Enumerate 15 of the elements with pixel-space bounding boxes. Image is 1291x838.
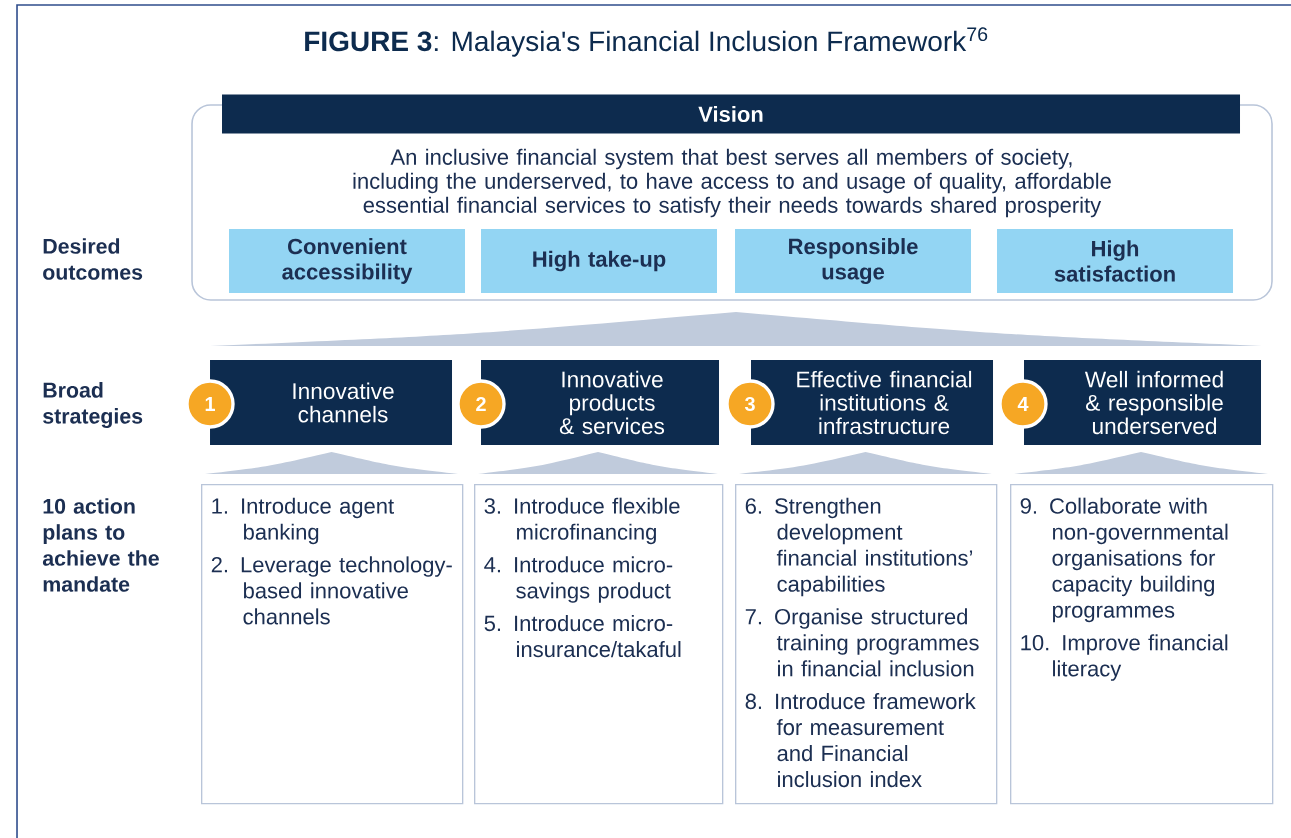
outcome-box: High take-up — [481, 229, 717, 293]
action-plan-box: 9. Collaborate with non-governmental organisations for capacity building programmes 10. Improve financial literacy — [1010, 484, 1274, 805]
action-plan-box: 6. Strengthen development financial institutions’ capabilities 7. Organise structured training programmes in financial inclusion 8. Introduce framework for measurement and Financial inclusion index — [735, 484, 998, 805]
outcome-box: High satisfaction — [997, 229, 1233, 293]
vision-statement: An inclusive financial system that best serves all members of society, including the underserved, to have access to and usage of quality, affordable essential financial services to satisfy their needs towards shared prosperity — [353, 148, 1111, 218]
vision-panel — [191, 94, 1273, 301]
row-label: Broad strategies — [43, 382, 143, 428]
row-label: 10 action plans to achieve the mandate — [42, 498, 159, 592]
vision-header: Vision — [222, 94, 1240, 134]
outcome-box: Convenient accessibility — [229, 229, 465, 293]
action-plan-box: 1. Introduce agent banking 2. Leverage technology-based innovative channels — [201, 484, 464, 805]
action-plan-box: 3. Introduce flexible microfinancing 4. Introduce micro-savings product 5. Introduce micro-insurance/takaful — [474, 484, 724, 805]
outcome-box: Responsible usage — [735, 229, 971, 293]
row-label: Desired outcomes — [43, 238, 143, 280]
title: FIGURE 3: Malaysia's Financial Inclusion Framework$^{76}$ — [305, 27, 988, 57]
